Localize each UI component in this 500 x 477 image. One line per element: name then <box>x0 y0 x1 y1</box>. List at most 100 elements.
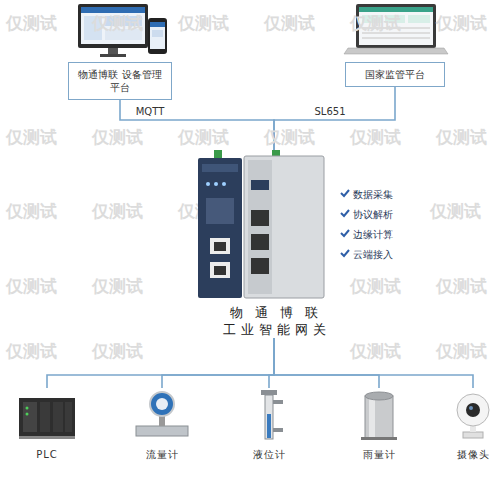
device-picture <box>130 388 194 442</box>
illustration-part <box>136 426 188 436</box>
illustration-part <box>78 4 148 48</box>
illustration-part <box>81 7 145 44</box>
illustration-part <box>65 402 72 432</box>
illustration-part <box>206 182 210 186</box>
illustration-part <box>26 407 29 410</box>
illustration-part <box>365 396 393 438</box>
illustration-part <box>251 180 269 190</box>
device-node: PLC <box>8 388 86 461</box>
watermark: 仅测试 <box>92 126 143 149</box>
watermark: 仅测试 <box>350 126 401 149</box>
watermark: 仅测试 <box>6 340 57 363</box>
connector-line <box>162 338 274 388</box>
watermark: 仅测试 <box>264 12 315 35</box>
watermark: 仅测试 <box>436 126 487 149</box>
illustration-part <box>19 398 75 436</box>
illustration-part <box>152 30 163 37</box>
illustration-part <box>150 22 165 27</box>
illustration-part <box>248 160 272 294</box>
connector-line <box>120 100 274 150</box>
illustration-part <box>408 15 430 23</box>
illustration-part <box>214 266 226 275</box>
illustration-part <box>214 242 226 251</box>
illustration-part <box>150 22 165 49</box>
illustration-part <box>19 436 75 439</box>
illustration-part <box>26 413 29 416</box>
illustration-part <box>341 210 349 216</box>
illustration-part <box>362 37 430 39</box>
illustration-part <box>206 198 234 224</box>
watermark: 仅测试 <box>92 275 143 298</box>
watermark: 仅测试 <box>436 275 487 298</box>
watermark: 仅测试 <box>436 12 487 35</box>
platform-box: 国家监管平台 <box>345 62 445 87</box>
gateway-picture <box>190 150 330 300</box>
watermark: 仅测试 <box>350 275 401 298</box>
monitor-screenshot <box>78 4 148 57</box>
illustration-part <box>457 394 489 426</box>
illustration-part <box>214 182 218 186</box>
phone-screenshot <box>148 18 167 54</box>
watermark: 仅测试 <box>6 275 57 298</box>
illustration-part <box>81 7 145 13</box>
illustration-part <box>273 400 283 404</box>
watermark: 仅测试 <box>350 12 401 35</box>
device-picture <box>15 388 79 442</box>
illustration-part <box>210 238 230 254</box>
illustration-part <box>466 403 480 417</box>
watermark: 仅测试 <box>92 200 143 223</box>
watermark: 仅测试 <box>178 12 229 35</box>
illustration-part <box>108 48 118 54</box>
feature-item: 边缘计算 <box>353 228 393 242</box>
illustration-part <box>365 392 393 400</box>
gateway-node: 物通博联工业智能网关 <box>190 150 358 338</box>
illustration-part <box>53 402 63 432</box>
illustration-part <box>23 402 37 432</box>
illustration-part <box>344 48 448 54</box>
device-name: 雨量计 <box>340 448 418 461</box>
check-marks <box>341 190 349 256</box>
brand-name: 物通博联 <box>190 304 358 321</box>
illustration-part <box>251 258 269 274</box>
illustration-part <box>244 156 324 298</box>
illustration-part <box>463 432 483 438</box>
illustration-part <box>265 395 273 439</box>
illustration-part <box>261 390 277 395</box>
laptop-screenshot <box>344 4 448 54</box>
illustration-part <box>267 414 271 438</box>
device-name: PLC <box>8 448 86 461</box>
feature-item: 数据采集 <box>353 188 393 202</box>
protocol-label: SL651 <box>312 106 347 117</box>
illustration-part <box>156 398 168 410</box>
device-picture <box>347 388 411 442</box>
watermark: 仅测试 <box>6 200 57 223</box>
device-name: 液位计 <box>230 448 308 461</box>
device-picture <box>441 388 500 442</box>
watermark: 仅测试 <box>6 126 57 149</box>
product-name: 工业智能网关 <box>190 321 358 338</box>
watermark: 仅测试 <box>350 340 401 363</box>
illustration-part <box>341 230 349 236</box>
device-node: 液位计 <box>230 388 308 461</box>
device-node: 摄像头 <box>434 388 500 461</box>
illustration-part <box>198 158 242 298</box>
illustration-part <box>210 262 230 278</box>
illustration-part <box>361 437 397 440</box>
illustration-part <box>100 54 126 57</box>
watermark: 仅测试 <box>264 126 315 149</box>
platform-box: 物通博联 设备管理平台 <box>68 62 172 100</box>
illustration-part <box>341 250 349 256</box>
illustration-part <box>369 396 375 438</box>
illustration-part <box>214 150 222 158</box>
illustration-part <box>251 234 269 250</box>
device-name: 摄像头 <box>434 448 500 461</box>
watermark: 仅测试 <box>430 200 481 223</box>
device-node: 雨量计 <box>340 388 418 461</box>
watermark: 仅测试 <box>436 340 487 363</box>
platform-name: 物通博联 设备管理平台 <box>75 68 165 94</box>
illustration-part <box>341 190 349 196</box>
feature-item: 云端接入 <box>353 248 393 262</box>
protocol-label: MQTT <box>134 106 167 117</box>
illustration-part <box>40 402 50 432</box>
